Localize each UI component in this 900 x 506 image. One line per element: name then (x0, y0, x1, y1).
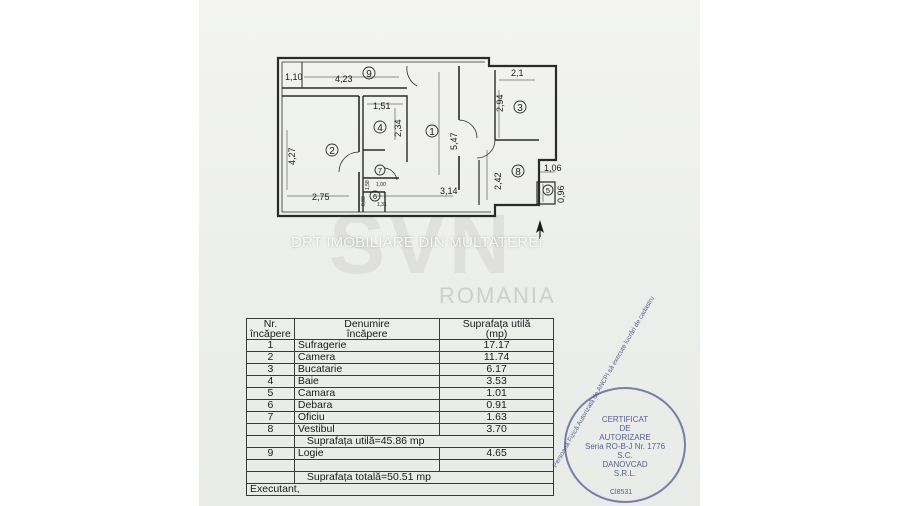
dim-label: 1,31 (377, 202, 387, 208)
north-arrow (536, 220, 544, 233)
stamp-line: DE (619, 424, 631, 433)
authorization-stamp: Persoană Fizică Autorizată de ANCPI să e… (552, 295, 686, 503)
grand-total-row: Suprafața totală=50.51 mp (246, 471, 555, 484)
spacer-row (246, 459, 554, 472)
dim-label: 5,47 (449, 132, 459, 150)
dim-label: 1,51 (373, 101, 391, 111)
stamp-line: Seria RO-B-J Nr. 1776 (584, 442, 666, 451)
room-number-6: 6 (373, 192, 377, 201)
dim-label: 4,27 (287, 147, 297, 165)
header-nr: Nr.încăpere (246, 318, 295, 340)
room-number-4: 4 (377, 123, 383, 134)
dim-label: 1,10 (285, 72, 303, 82)
document-sheet: SVN ROMANIA (199, 0, 700, 506)
useful-total: Suprafața utilă=45.86 mp (293, 435, 555, 448)
room-number-3: 3 (517, 103, 523, 114)
room-number-1: 1 (429, 127, 435, 138)
stamp-line: S.R.L. (613, 469, 637, 478)
stamp-line: AUTORIZARE (599, 433, 651, 442)
dim-label: 1,58 (365, 180, 371, 190)
dim-label: 1,06 (544, 163, 562, 173)
dim-label: 2,1 (511, 68, 524, 78)
dim-label: 3,14 (440, 186, 458, 196)
dim-label: 1,00 (376, 182, 386, 188)
executant-label: Executant, (246, 483, 554, 496)
dim-label: 2,42 (493, 172, 503, 190)
stamp-line: CERTIFICAT (601, 415, 649, 424)
watermark-country: ROMANIA (439, 283, 556, 308)
room-number-8: 8 (515, 167, 521, 178)
dim-label: 0,83 (361, 196, 367, 206)
room-number-7: 7 (378, 166, 382, 175)
watermark-text: DRT IMOBILIARE DIN MULTATEREI (291, 234, 543, 251)
room-number-5: 5 (546, 186, 550, 195)
room-number-2: 2 (329, 146, 335, 157)
dim-label: 4,23 (335, 74, 353, 84)
dim-label: 2,94 (495, 94, 505, 112)
stamp-line: DANOVCAD (602, 460, 648, 469)
dim-label: 0,96 (556, 185, 566, 203)
stamp-signature: Cl8531 (610, 489, 633, 496)
header-area: Suprafața utilă(mp) (439, 318, 554, 340)
floor-plan: 9 1 2 3 4 8 7 6 5 1,10 4,23 2,1 1,51 2,3… (276, 56, 566, 239)
dim-label: 2,75 (312, 192, 330, 202)
stamp-line: S.C. (617, 451, 633, 460)
useful-total-row: Suprafața utilă=45.86 mp (246, 435, 555, 448)
grand-total: Suprafața totală=50.51 mp (293, 471, 555, 484)
dim-label: 2,34 (393, 119, 403, 137)
outer-wall (276, 56, 558, 218)
executant-row: Executant, (246, 483, 554, 496)
watermark-logo: SVN (329, 197, 514, 291)
room-number-9: 9 (366, 69, 372, 80)
